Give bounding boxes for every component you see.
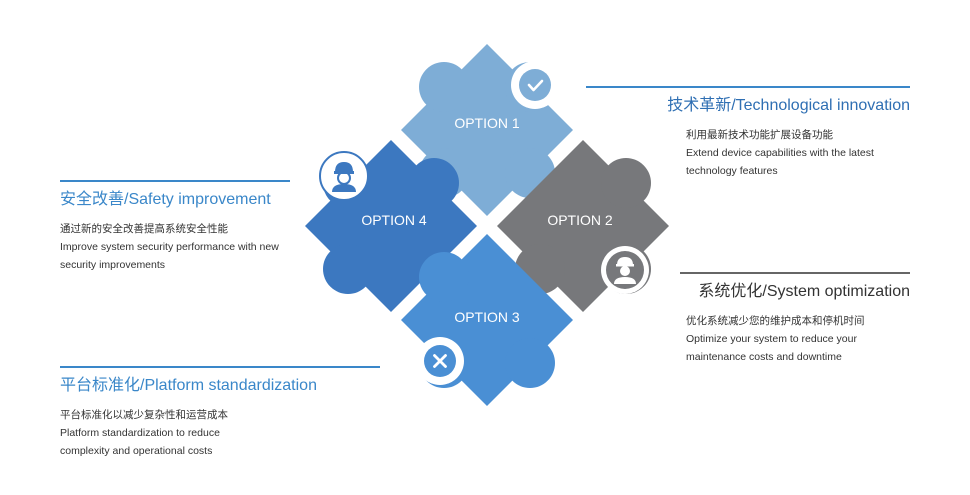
close-icon — [416, 337, 464, 385]
section-technological-innovation: 技术革新/Technological innovation 利用最新技术功能扩展… — [586, 86, 910, 180]
section-description-en: Platform standardization to reduce compl… — [60, 427, 220, 457]
section-title: 安全改善/Safety improvement — [60, 191, 271, 208]
section-divider — [586, 86, 910, 88]
section-description-en: Extend device capabilities with the late… — [686, 147, 874, 177]
check-icon — [511, 61, 559, 109]
section-description-cn: 利用最新技术功能扩展设备功能 — [686, 129, 833, 141]
section-divider — [60, 366, 380, 368]
section-description-cn: 平台标准化以减少复杂性和运营成本 — [60, 409, 228, 421]
section-system-optimization: 系统优化/System optimization 优化系统减少您的维护成本和停机… — [680, 272, 910, 366]
option-4-label: OPTION 4 — [361, 212, 427, 228]
section-description-en: Optimize your system to reduce your main… — [686, 333, 857, 363]
section-divider — [60, 180, 290, 182]
section-title: 系统优化/System optimization — [698, 283, 910, 300]
engineer-icon — [319, 151, 369, 201]
section-title: 平台标准化/Platform standardization — [60, 377, 317, 394]
section-description-en: Improve system security performance with… — [60, 241, 279, 271]
section-divider — [680, 272, 910, 274]
option-2-label: OPTION 2 — [547, 212, 613, 228]
section-description-cn: 优化系统减少您的维护成本和停机时间 — [686, 315, 865, 327]
option-3-label: OPTION 3 — [454, 309, 520, 325]
section-safety-improvement: 安全改善/Safety improvement 通过新的安全改善提高系统安全性能… — [60, 180, 290, 274]
worker-icon — [601, 246, 649, 294]
option-1-label: OPTION 1 — [454, 115, 520, 131]
section-platform-standardization: 平台标准化/Platform standardization 平台标准化以减少复… — [60, 366, 380, 460]
section-description-cn: 通过新的安全改善提高系统安全性能 — [60, 223, 228, 235]
section-title: 技术革新/Technological innovation — [667, 97, 910, 114]
